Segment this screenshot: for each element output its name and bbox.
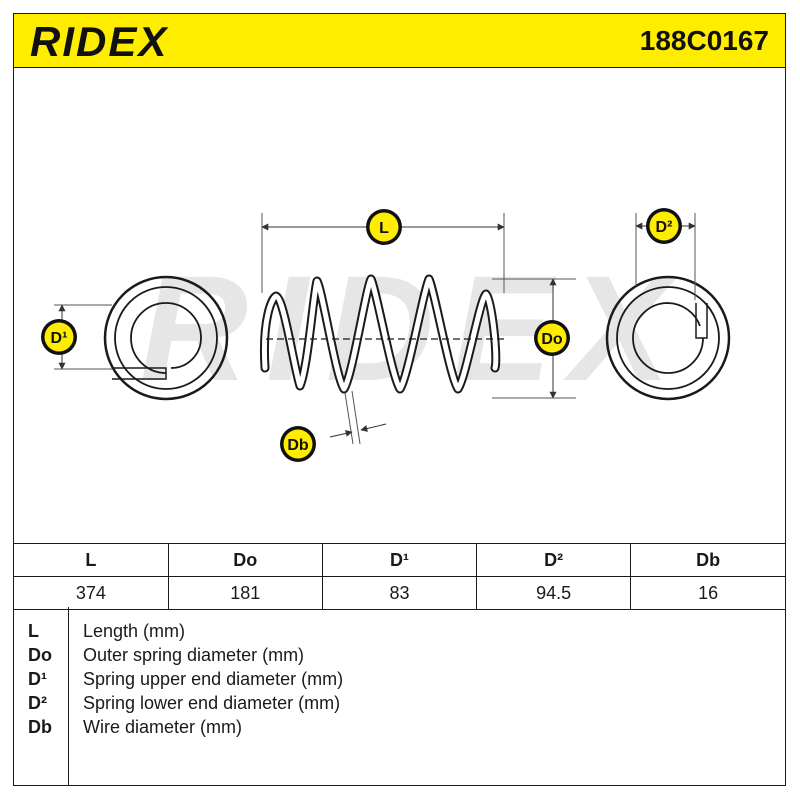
legend-item: Do Outer spring diameter (mm) [14,643,785,667]
legend-code: D¹ [28,669,47,689]
badge-db-label: Db [287,437,309,454]
badge-db: Db [280,426,316,462]
product-sheet: RIDEX 188C0167 RIDEX [13,13,786,786]
specs-value-d1: 83 [322,576,478,610]
spring-diagram-svg: RIDEX D¹ [41,208,731,462]
legend-item: Db Wire diameter (mm) [14,715,785,739]
legend-code: Db [28,717,52,737]
specs-value-db: 16 [630,576,785,610]
legend-description: Length (mm) [83,621,186,641]
badge-d2: D² [646,208,682,244]
legend-code: Do [28,645,52,665]
legend-description: Wire diameter (mm) [83,717,243,737]
badge-d2-label: D² [656,219,673,236]
brand-logo: RIDEX [30,18,169,65]
part-number: 188C0167 [639,25,769,56]
badge-d1: D¹ [41,319,77,355]
specs-header-do: Do [168,543,323,577]
legend-code: L [28,621,39,641]
specs-header-db: Db [630,543,785,577]
legend-divider [68,607,69,785]
badge-do-label: Do [541,331,563,348]
legend: L Length (mm) Do Outer spring diameter (… [14,607,785,785]
wire-diameter-dimension [329,390,387,445]
lower-end-view [605,275,731,401]
legend-description: Outer spring diameter (mm) [83,645,305,665]
specs-header-d2: D² [476,543,632,577]
legend-description: Spring lower end diameter (mm) [83,693,341,713]
specs-header-row: L Do D¹ D² Db [14,543,785,577]
legend-code: D² [28,693,47,713]
specs-table: L Do D¹ D² Db 374 181 83 94.5 16 [14,543,785,610]
specs-value-row: 374 181 83 94.5 16 [14,576,785,610]
badge-d1-label: D¹ [51,330,68,347]
legend-item: D¹ Spring upper end diameter (mm) [14,667,785,691]
badge-l: L [366,209,402,245]
specs-value-d2: 94.5 [476,576,632,610]
badge-l-label: L [379,220,389,237]
legend-description: Spring upper end diameter (mm) [83,669,344,689]
badge-do: Do [534,320,570,356]
legend-item: D² Spring lower end diameter (mm) [14,691,785,715]
legend-item: L Length (mm) [14,619,785,643]
specs-header-d1: D¹ [322,543,478,577]
specs-value-do: 181 [168,576,323,610]
spring-side-view [259,274,504,394]
specs-value-l: 374 [14,576,169,610]
specs-header-l: L [14,543,169,577]
header-bar: RIDEX 188C0167 [14,14,785,68]
upper-end-view [103,275,229,401]
spring-drawing: RIDEX D¹ [14,68,785,543]
